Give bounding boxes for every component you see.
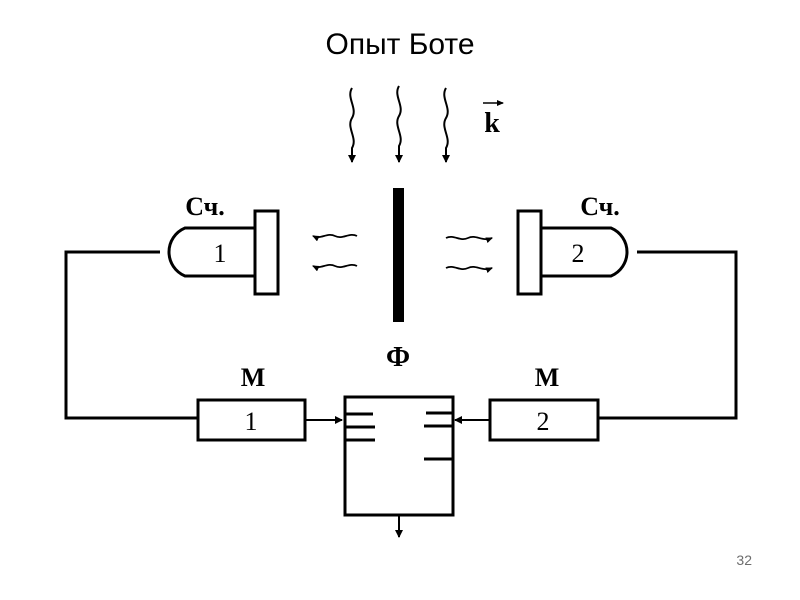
page-number: 32 <box>736 552 752 568</box>
mechanism-right: М 2 <box>488 363 600 442</box>
slide-title: Опыт Боте <box>325 28 475 61</box>
incident-wave-arrow <box>348 87 356 163</box>
mechanism-left: М 1 <box>196 363 307 442</box>
svg-text:2: 2 <box>537 407 550 436</box>
foil <box>393 188 404 322</box>
svg-text:М: М <box>241 363 266 392</box>
svg-text:1: 1 <box>245 407 258 436</box>
incident-wave-arrow <box>442 87 450 163</box>
wire-left <box>64 250 198 420</box>
wave-vector-label: k <box>483 100 504 139</box>
svg-text:Сч.: Сч. <box>185 192 225 221</box>
svg-text:2: 2 <box>572 239 585 268</box>
svg-text:Сч.: Сч. <box>580 192 620 221</box>
svg-text:k: k <box>484 108 500 139</box>
incident-radiation <box>348 85 450 163</box>
counter-left: Сч. 1 <box>167 192 280 296</box>
foil-label: Ф <box>386 342 410 373</box>
secondary-radiation-right <box>445 235 493 274</box>
counter-right: Сч. 2 <box>516 192 629 296</box>
svg-text:1: 1 <box>214 239 227 268</box>
recording-device <box>343 395 455 538</box>
wires <box>64 250 738 420</box>
svg-text:М: М <box>535 363 560 392</box>
secondary-radiation-left <box>312 233 358 272</box>
incident-wave-arrow <box>395 85 403 163</box>
wire-right <box>598 250 738 420</box>
